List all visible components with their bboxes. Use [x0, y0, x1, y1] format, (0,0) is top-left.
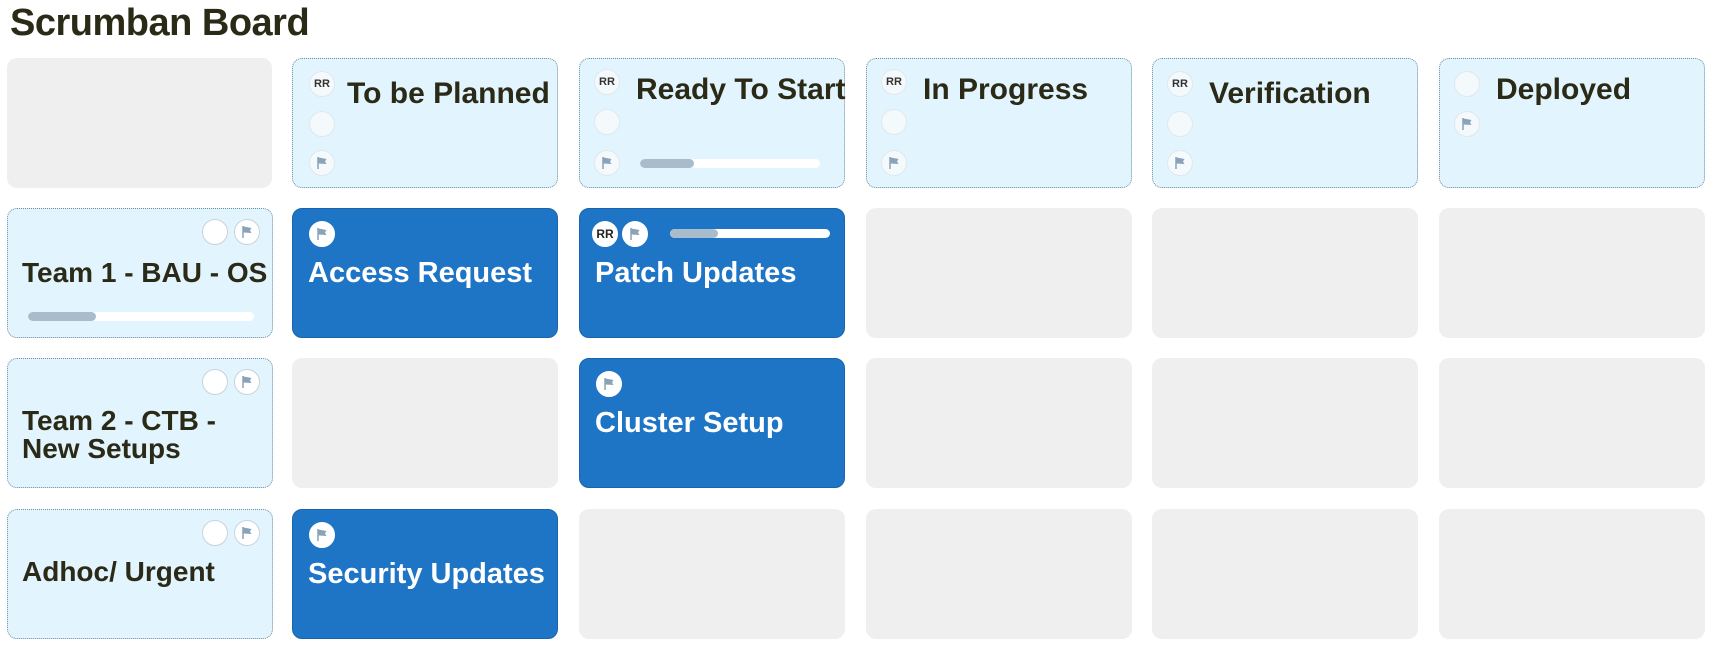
- flag-icon[interactable]: [596, 371, 622, 397]
- empty-cell[interactable]: [1152, 509, 1418, 639]
- row-progress-bar: [28, 312, 254, 321]
- flag-icon[interactable]: [1167, 150, 1193, 176]
- card-progress-fill: [670, 229, 718, 238]
- flag-icon[interactable]: [309, 150, 335, 176]
- empty-cell[interactable]: [866, 509, 1132, 639]
- column-title: Deployed: [1496, 73, 1632, 106]
- column-title: In Progress: [923, 73, 1089, 106]
- avatar-icon[interactable]: [1454, 71, 1480, 97]
- corner-cell: [7, 58, 272, 188]
- avatar-icon[interactable]: [1167, 111, 1193, 137]
- empty-cell[interactable]: [1152, 208, 1418, 338]
- owner-initials: RR: [314, 78, 330, 90]
- flag-icon[interactable]: [234, 219, 260, 245]
- column-progress-bar: [640, 159, 820, 168]
- owner-initials: RR: [599, 76, 615, 88]
- task-card[interactable]: Access Request: [292, 208, 558, 338]
- column-header-verification[interactable]: RR Verification: [1152, 58, 1418, 188]
- card-title: Security Updates: [308, 558, 545, 590]
- page-title: Scrumban Board: [10, 2, 310, 44]
- flag-icon[interactable]: [1454, 111, 1480, 137]
- flag-icon[interactable]: [309, 522, 335, 548]
- owner-initials: RR: [1172, 78, 1188, 90]
- flag-icon[interactable]: [234, 520, 260, 546]
- card-title: Access Request: [308, 257, 533, 289]
- column-title: Ready To Start: [636, 73, 846, 106]
- owner-initials: RR: [886, 76, 902, 88]
- card-title: Patch Updates: [595, 257, 797, 289]
- empty-cell[interactable]: [1439, 208, 1705, 338]
- task-card[interactable]: Security Updates: [292, 509, 558, 639]
- empty-cell[interactable]: [1439, 509, 1705, 639]
- column-header-ready-to-start[interactable]: RR Ready To Start: [579, 58, 846, 188]
- column-progress-fill: [640, 159, 694, 168]
- empty-cell[interactable]: [1152, 358, 1418, 488]
- flag-icon[interactable]: [594, 150, 620, 176]
- flag-icon[interactable]: [309, 221, 335, 247]
- row-progress-fill: [28, 312, 96, 321]
- task-card[interactable]: RR Patch Updates: [579, 208, 845, 338]
- avatar-icon[interactable]: RR: [592, 221, 618, 247]
- avatar-icon[interactable]: [309, 111, 335, 137]
- row-title: Team 1 - BAU - OS: [22, 257, 268, 288]
- row-header-team-1[interactable]: Team 1 - BAU - OS: [7, 208, 273, 338]
- column-header-in-progress[interactable]: RR In Progress: [866, 58, 1132, 188]
- avatar-icon[interactable]: [202, 219, 228, 245]
- avatar-icon[interactable]: [594, 109, 620, 135]
- avatar-icon[interactable]: RR: [881, 69, 907, 95]
- row-header-adhoc-urgent[interactable]: Adhoc/ Urgent: [7, 509, 273, 639]
- empty-cell[interactable]: [866, 208, 1132, 338]
- column-header-deployed[interactable]: Deployed: [1439, 58, 1705, 188]
- avatar-icon[interactable]: RR: [594, 69, 620, 95]
- avatar-icon[interactable]: [881, 109, 907, 135]
- empty-cell[interactable]: [866, 358, 1132, 488]
- empty-cell[interactable]: [292, 358, 558, 488]
- empty-cell[interactable]: [579, 509, 845, 639]
- card-progress-bar: [670, 229, 830, 238]
- avatar-icon[interactable]: [202, 369, 228, 395]
- avatar-icon[interactable]: RR: [1167, 71, 1193, 97]
- avatar-icon[interactable]: [202, 520, 228, 546]
- column-title: To be Planned: [347, 77, 550, 110]
- flag-icon[interactable]: [622, 221, 648, 247]
- flag-icon[interactable]: [881, 150, 907, 176]
- avatar-icon[interactable]: RR: [309, 71, 335, 97]
- row-title: Team 2 - CTB - New Setups: [22, 405, 216, 464]
- column-header-to-be-planned[interactable]: RR To be Planned: [292, 58, 558, 188]
- task-card[interactable]: Cluster Setup: [579, 358, 845, 488]
- empty-cell[interactable]: [1439, 358, 1705, 488]
- column-title: Verification: [1209, 77, 1371, 110]
- row-title: Adhoc/ Urgent: [22, 556, 215, 587]
- row-header-team-2[interactable]: Team 2 - CTB - New Setups: [7, 358, 273, 488]
- owner-initials: RR: [596, 227, 614, 241]
- card-title: Cluster Setup: [595, 407, 784, 439]
- flag-icon[interactable]: [234, 369, 260, 395]
